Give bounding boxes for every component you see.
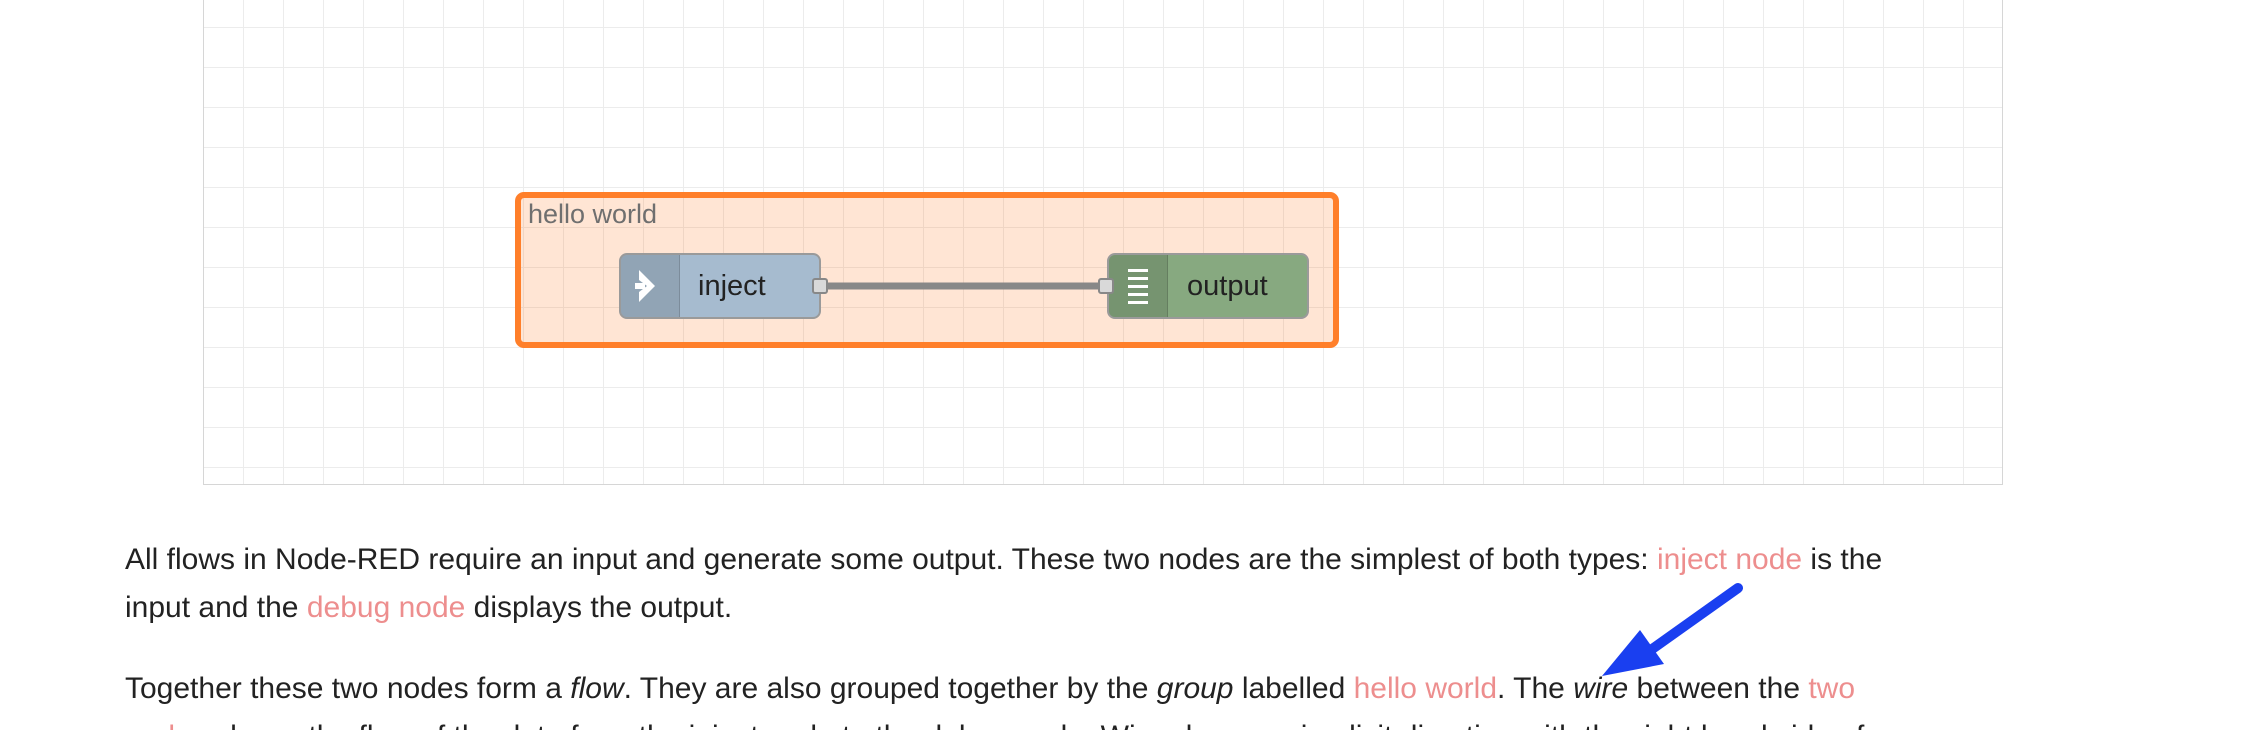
output-input-port[interactable]: [1098, 278, 1114, 294]
hello-world-link[interactable]: hello world: [1353, 672, 1498, 705]
inject-arrow-icon: [635, 270, 655, 302]
text-span: labelled: [1233, 672, 1354, 705]
debug-list-icon: [1128, 269, 1148, 304]
output-node-label: output: [1187, 270, 1268, 302]
flow-term: flow: [570, 672, 624, 705]
text-span: . They are also grouped together by the: [623, 672, 1157, 705]
output-icon-area: [1109, 255, 1168, 317]
text-span: Together these two nodes form a: [125, 672, 571, 705]
inject-icon-area: [621, 255, 680, 317]
flow-canvas[interactable]: [203, 0, 2003, 485]
paragraph-1-line-1: All flows in Node-RED require an input a…: [125, 543, 2105, 577]
text-span: is the: [1802, 543, 1883, 576]
nodes-link[interactable]: nodes: [125, 720, 207, 730]
inject-node-label: inject: [698, 270, 766, 302]
inject-node-link[interactable]: inject node: [1656, 543, 1803, 576]
inject-output-port[interactable]: [812, 278, 828, 294]
group-label: hello world: [528, 199, 658, 229]
two-nodes-link[interactable]: two: [1808, 672, 1856, 705]
paragraph-2-line-1: Together these two nodes form a flow. Th…: [125, 672, 2105, 706]
group-term: group: [1156, 672, 1234, 705]
paragraph-2-line-2: nodes shows the flow of the data from th…: [125, 720, 2105, 730]
debug-node-link[interactable]: debug node: [306, 591, 466, 624]
text-span: . The: [1497, 672, 1574, 705]
wire-term: wire: [1573, 672, 1629, 705]
text-span: input and the: [125, 591, 307, 624]
inject-node[interactable]: inject: [619, 253, 821, 319]
text-span: between the: [1628, 672, 1809, 705]
text-span: displays the output.: [465, 591, 733, 624]
text-span: All flows in Node-RED require an input a…: [125, 543, 1657, 576]
text-span: shows the flow of the data from the inje…: [207, 720, 1864, 730]
output-node[interactable]: output: [1107, 253, 1309, 319]
paragraph-1-line-2: input and the debug node displays the ou…: [125, 591, 2105, 625]
